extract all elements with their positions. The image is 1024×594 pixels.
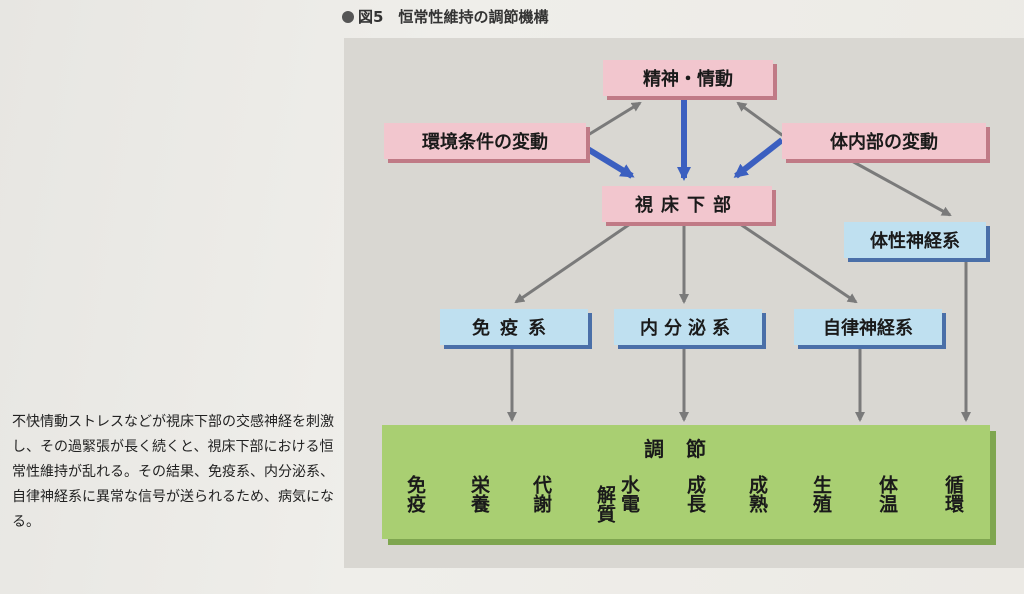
- regulation-item: 生殖: [810, 475, 832, 513]
- node-endocrine: 内分泌系: [614, 309, 762, 345]
- arrow-internal-hypothalamus: [733, 137, 784, 179]
- node-hypothalamus: 視床下部: [602, 186, 772, 222]
- node-environment: 環境条件の変動: [384, 123, 586, 159]
- node-mind: 精神・情動: [603, 60, 773, 96]
- arrow-hypothalamus-immune: [514, 222, 631, 304]
- regulation-item: 体温: [876, 475, 898, 513]
- arrow-environment-hypothalamus: [584, 145, 635, 179]
- regulation-item: 水電: [618, 475, 640, 513]
- figure-title: 図5 恒常性維持の調節機構: [342, 6, 548, 27]
- node-autonomic: 自律神経系: [794, 309, 942, 345]
- arrow-hypothalamus-autonomic: [739, 222, 858, 304]
- regulation-item: 栄養: [468, 475, 490, 513]
- arrow-environment-mind: [578, 101, 642, 144]
- arrow-internal-mind: [736, 101, 792, 144]
- node-immune: 免疫系: [440, 309, 588, 345]
- caption-text: 不快情動ストレスなどが視床下部の交感神経を刺激し、その過緊張が長く続くと、視床下…: [12, 414, 334, 530]
- regulation-item: 循環: [942, 475, 964, 513]
- arrow-internal-somatic: [849, 158, 952, 217]
- figure-title-text: 図5 恒常性維持の調節機構: [358, 8, 549, 26]
- node-somatic: 体性神経系: [844, 222, 986, 258]
- regulation-item: 成熟: [746, 475, 768, 513]
- regulation-box: 調節 免疫 栄養 代謝 解質 水電 成長 成熟 生殖 体温 循環: [382, 425, 990, 539]
- regulation-item: 代謝: [530, 475, 552, 513]
- node-internal: 体内部の変動: [782, 123, 986, 159]
- regulation-item: 解質: [594, 485, 616, 523]
- regulation-item: 免疫: [404, 475, 426, 513]
- bullet-icon: [342, 11, 354, 23]
- regulation-title: 調節: [644, 437, 728, 461]
- regulation-item: 成長: [684, 475, 706, 513]
